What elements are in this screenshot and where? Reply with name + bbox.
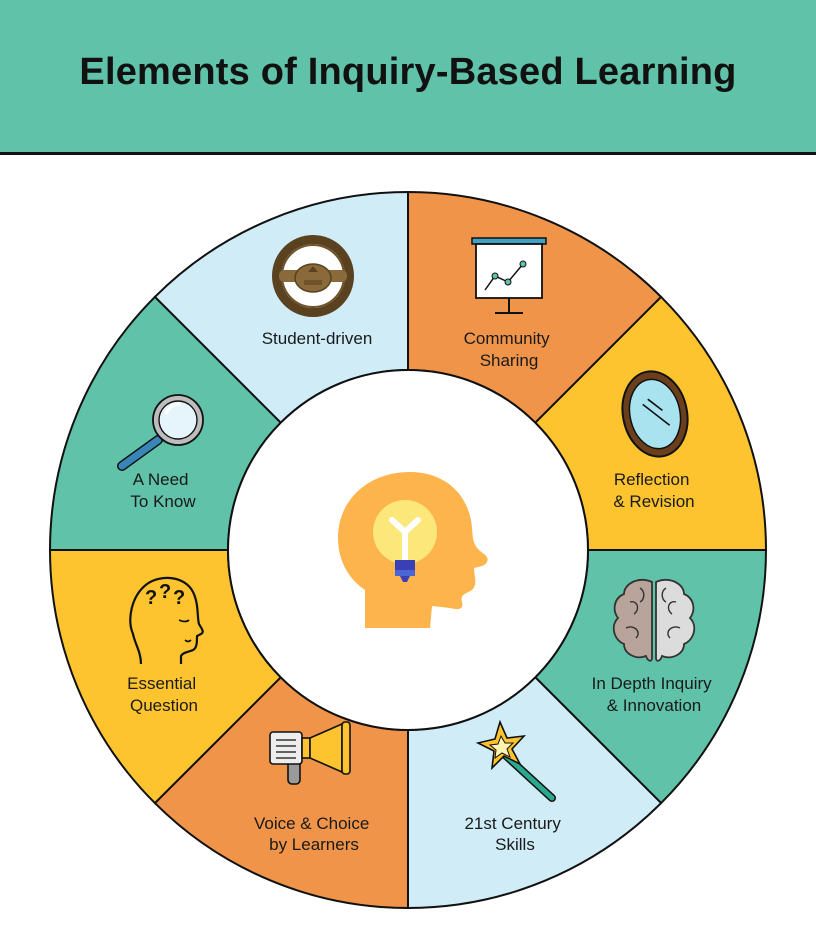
label-essential-question: Essential Question xyxy=(127,674,201,715)
inquiry-wheel: ? ? ? Student-driven Community Sharing R… xyxy=(48,190,768,910)
megaphone-icon xyxy=(269,721,351,785)
magnifying-glass-icon xyxy=(117,394,204,471)
presentation-board-icon xyxy=(471,237,547,314)
label-reflection-revision: Reflection & Revision xyxy=(613,470,694,511)
magic-wand-icon xyxy=(475,719,556,802)
svg-text:?: ? xyxy=(145,587,157,609)
segment-labels: Student-driven Community Sharing Reflect… xyxy=(127,329,717,854)
label-21st-century-skills: 21st Century Skills xyxy=(464,814,565,854)
wheel-container: ? ? ? Student-driven Community Sharing R… xyxy=(0,156,816,950)
head-lightbulb-icon xyxy=(338,472,488,628)
header-banner: Elements of Inquiry-Based Learning xyxy=(0,0,816,155)
steering-wheel-icon xyxy=(272,235,354,317)
label-community-sharing: Community Sharing xyxy=(464,329,555,370)
label-in-depth-inquiry: In Depth Inquiry & Innovation xyxy=(592,674,717,715)
svg-text:?: ? xyxy=(173,587,185,609)
page-title: Elements of Inquiry-Based Learning xyxy=(79,50,737,93)
label-voice-choice: Voice & Choice by Learners xyxy=(254,814,374,854)
brain-icon xyxy=(612,579,696,662)
thinking-head-icon: ? ? ? xyxy=(129,576,204,665)
mirror-icon xyxy=(621,370,689,458)
label-student-driven: Student-driven xyxy=(262,329,373,348)
label-need-to-know: A Need To Know xyxy=(130,470,196,511)
svg-text:?: ? xyxy=(159,581,171,603)
